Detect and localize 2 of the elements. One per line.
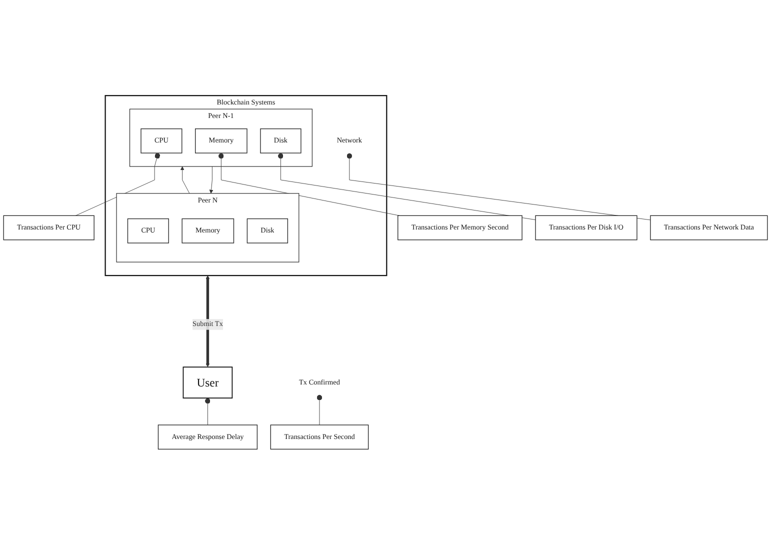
arrow [206,275,210,368]
node-box: User [182,366,233,399]
